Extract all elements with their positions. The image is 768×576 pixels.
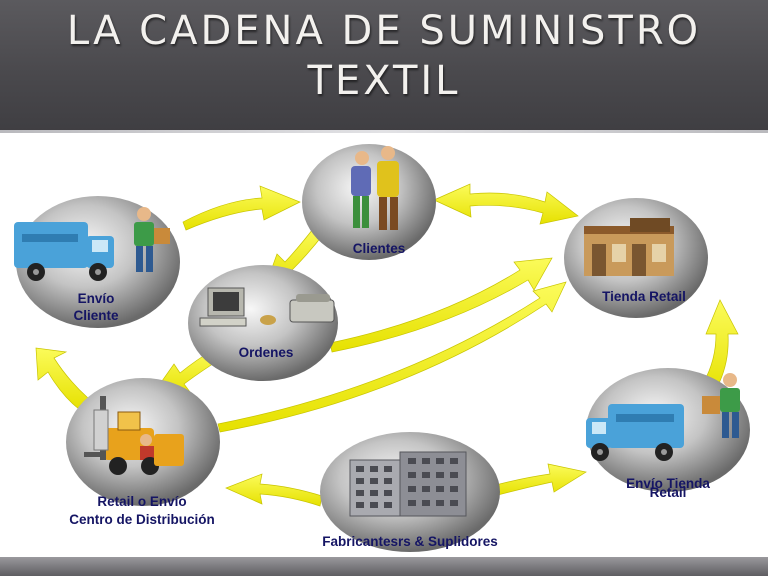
arrow-centro-to-envio-cliente [35, 347, 89, 411]
node-label-ordenes: Ordenes [239, 345, 294, 360]
arrow-envio-cliente-to-clientes [182, 185, 301, 231]
node-centro-distribucion: Retail o Envío Centro de Distribución [66, 378, 220, 527]
node-label-envio-cliente-1: Envío [78, 291, 115, 306]
node-label-envio-tienda-1: Envío Tienda [626, 476, 710, 491]
node-label-centro-2: Centro de Distribución [69, 512, 215, 527]
title-bar: LA CADENA DE SUMINISTRO TEXTIL [0, 0, 768, 132]
node-label-tienda-retail: Tienda Retail [602, 289, 686, 304]
retail-store-icon [584, 218, 674, 276]
arrow-clientes-tienda-double [433, 183, 579, 225]
delivery-truck-icon [586, 373, 740, 461]
footer-bar [0, 557, 768, 576]
supply-chain-diagram: Clientes Tienda Retail [14, 144, 750, 552]
slide-title-line-2: TEXTIL [307, 58, 461, 104]
node-label-fabricantes: Fabricantesrs & Suplidores [322, 534, 498, 549]
slide-title-line-1: LA CADENA DE SUMINISTRO [66, 8, 702, 54]
forklift-icon [84, 396, 184, 475]
node-envio-cliente: Envío Cliente [14, 196, 180, 328]
flow-arrows [35, 183, 739, 507]
arrow-fabricantes-to-envio-tienda [491, 463, 587, 497]
node-label-clientes: Clientes [353, 241, 406, 256]
header-divider [0, 130, 768, 133]
arrow-centro-to-tienda [217, 281, 567, 433]
computer-phone-icon [199, 287, 335, 327]
node-label-envio-cliente-2: Cliente [73, 308, 119, 323]
arrow-ordenes-to-tienda [329, 257, 553, 353]
node-tienda-retail: Tienda Retail [564, 198, 708, 318]
delivery-truck-icon [14, 207, 170, 281]
node-ordenes: Ordenes [188, 265, 338, 381]
node-label-centro-1: Retail o Envío [97, 494, 186, 509]
arrow-envio-tienda-to-tienda [699, 299, 739, 397]
node-label-envio-tienda-2: Retail [650, 485, 687, 500]
arrow-fabricantes-to-centro [225, 473, 323, 507]
node-envio-tienda-retail: Envío Tienda Retail [586, 368, 750, 500]
factory-building-icon [349, 451, 467, 517]
node-clientes: Clientes [302, 144, 436, 260]
customers-icon [351, 146, 399, 230]
node-fabricantes: Fabricantesrs & Suplidores [320, 432, 500, 552]
